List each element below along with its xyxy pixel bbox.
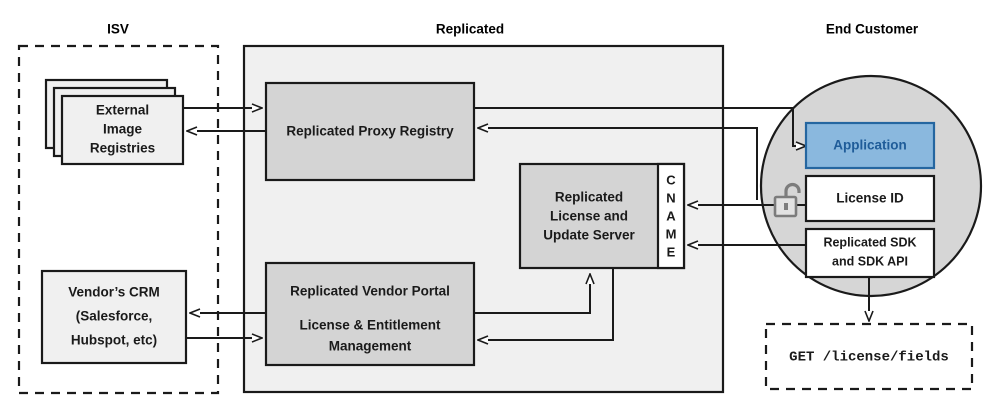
replicated-proxy-registry-label: Replicated Proxy Registry [286,124,454,139]
api-request-box [764,322,974,391]
external-image-registries-label-line-1: External [96,103,149,118]
cname-letter-m: M [666,226,677,241]
vendor-portal-box [264,261,476,367]
cname-letter-c: C [666,172,676,187]
application-box [804,121,936,170]
node-license-id: License ID [804,174,936,223]
padlock-shackle-open [784,182,801,197]
node-replicated-sdk: Replicated SDK and SDK API [804,227,936,279]
isv-boundary [17,44,220,395]
license-id-box [804,174,936,223]
application-label: Application [833,138,907,153]
cname-column [656,162,686,270]
cname-letter-e: E [667,244,676,259]
cname-letter-n: N [666,190,675,205]
replicated-proxy-registry-box [264,81,476,182]
node-external-image-registries: External Image Registries [44,78,185,166]
vendors-crm-label-line-1: Vendor’s CRM [68,285,160,300]
external-image-registries-card [60,94,185,166]
vendors-crm-box [40,269,188,365]
external-image-registries-label-line-3: Registries [90,141,155,156]
lane-title-replicated: Replicated [436,22,504,37]
node-vendors-crm: Vendor’s CRM (Salesforce, Hubspot, etc) [40,269,188,365]
node-replicated-vendor-portal: Replicated Vendor Portal License & Entit… [264,261,476,367]
vendors-crm-label-line-3: Hubspot, etc) [71,333,157,348]
vendor-portal-label-title: Replicated Vendor Portal [290,284,450,299]
replicated-sdk-box [804,227,936,279]
node-license-and-update-server: Replicated License and Update Server C N… [518,162,686,270]
lane-title-isv: ISV [107,22,129,37]
node-api-request: GET /license/fields [764,322,974,391]
padlock-keyhole [784,203,788,210]
connector-application-to-proxy-registry [478,128,758,200]
license-update-server-label-line-3: Update Server [543,228,635,243]
connector-proxy-registry-to-application [474,107,806,146]
api-request-label: GET /license/fields [789,350,949,366]
vendor-portal-label-line-2: License & Entitlement [299,318,441,333]
license-update-server-label-line-2: License and [550,209,628,224]
connector-license-server-to-vendor-portal [478,268,614,340]
license-update-server-label-line-1: Replicated [555,190,623,205]
vendors-crm-label-line-2: (Salesforce, [76,309,153,324]
replicated-sdk-label-line-2: and SDK API [832,254,908,268]
license-id-label: License ID [836,191,904,206]
node-replicated-proxy-registry: Replicated Proxy Registry [264,81,476,182]
connector-vendor-portal-to-license-server [474,274,590,314]
external-image-registries-label-line-2: Image [103,122,143,137]
lane-title-end-customer: End Customer [826,22,919,37]
node-application: Application [804,121,936,170]
cname-letter-a: A [666,208,676,223]
unlocked-padlock-icon [773,182,801,218]
vendor-portal-label-line-3: Management [329,339,412,354]
replicated-sdk-label-line-1: Replicated SDK [823,235,916,249]
